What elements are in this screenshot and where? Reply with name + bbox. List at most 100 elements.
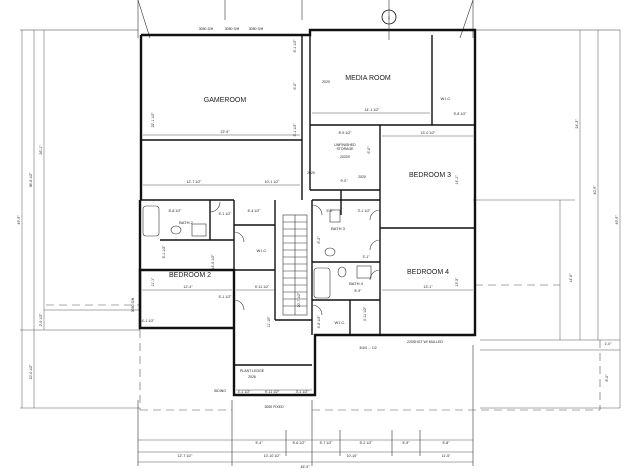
dim-label: 24'-3": [575, 119, 579, 129]
bath-3-label: BATH 3: [331, 226, 345, 231]
media-room-label: MEDIA ROOM: [345, 75, 391, 82]
dim-label: 5'-0": [327, 209, 335, 213]
window-tag: 3050 S/H: [225, 27, 240, 31]
dim-label: 6'-0": [367, 146, 371, 154]
dim-label: 6'-0": [293, 82, 297, 90]
bath-fixtures: [142, 205, 372, 299]
dim-label: 49'-9": [17, 215, 21, 225]
dim-label: 11'-1": [151, 277, 155, 286]
dim-label: 26'-1": [39, 145, 43, 155]
dim-label: 6'-1 1/2": [293, 39, 297, 53]
gameroom-label: GAMEROOM: [204, 97, 247, 104]
wic-label-left: W.I.C.: [257, 248, 268, 253]
door-tag: 2020X: [340, 155, 351, 159]
dim-label: 10'-0 1/2": [29, 364, 33, 380]
door-tag: 2020: [358, 175, 366, 179]
dim-label: 3'-1 1/2": [358, 209, 372, 213]
door-swing: [233, 299, 245, 311]
interior-dimensions: 22'-9" 22'-1 1/2" 12'-7 1/2" 10'-1 1/2" …: [142, 39, 473, 394]
dim-label: 6'-4 1/2": [248, 209, 262, 213]
door-swing: [369, 239, 381, 251]
bath2-sink: [191, 223, 207, 237]
dim-label: 10'-1 1/2": [265, 180, 281, 184]
dim-label: 8'-9": [355, 289, 363, 293]
exterior-dimensions: 49'-9" 38'-8 1/2" 26'-1" 10'-0 1/2" 2'-9…: [17, 119, 619, 469]
dim-label: 3'-1": [363, 255, 371, 259]
door-tag: 2020: [307, 171, 315, 175]
dim-label: 1'-0": [605, 342, 613, 346]
dim-label: 4'-11 1/2": [363, 306, 367, 321]
window-tag: 3050 FIXED: [264, 405, 284, 409]
dim-label: 5'-1 1/2": [219, 295, 233, 299]
dim-label: 38'-8 1/2": [29, 172, 33, 188]
dim-label: 6'-1 1/2": [293, 123, 297, 137]
dim-label: 5'-2 1/2": [360, 441, 374, 445]
dim-label: 5'-4": [256, 441, 264, 445]
door-swing: [233, 231, 245, 243]
dim-label: 5'-8 1/2": [454, 112, 468, 116]
dimension-lines: [20, 0, 621, 466]
dim-label: 40'-9": [593, 185, 597, 195]
bath3-sink: [329, 209, 341, 223]
dim-label: 12'-7 1/2": [187, 180, 203, 184]
window-tag: 3050 S/H: [249, 27, 264, 31]
dim-label: 5'-8": [443, 441, 451, 445]
window-tag: 3050 S/H: [199, 27, 214, 31]
dim-label: 14'-1 1/2": [365, 108, 381, 112]
bath2-toilet: [170, 225, 182, 235]
dim-label: 13'-1": [424, 285, 434, 289]
section-marker-label: 1: [388, 15, 391, 20]
room-labels: GAMEROOM MEDIA ROOM BEDROOM 3 BEDROOM 4 …: [169, 75, 451, 373]
dim-label: 20'-7 1/2": [297, 292, 301, 308]
door-tag: 2026: [248, 375, 256, 379]
wic-label-bath4: W.I.C.: [335, 320, 346, 325]
bedroom-2-label: BEDROOM 2: [169, 272, 211, 279]
exterior-walls: [138, 28, 477, 397]
bath4-sink: [356, 265, 372, 279]
dim-label: 22'-1 1/2": [151, 112, 155, 128]
dim-label: 5'-7 1/2": [320, 441, 334, 445]
dim-label: 14'-6": [569, 273, 573, 283]
dim-label: 5'-1 1/2": [162, 245, 166, 259]
dim-label: 4'-1 1/2": [142, 319, 156, 323]
dim-label: 22'-9": [221, 130, 231, 134]
door-swing: [369, 269, 381, 281]
dim-label: 10'-10 1/2": [264, 454, 281, 458]
staircase: [282, 214, 308, 316]
tags: 3050 S/H 3050 S/H 3050 S/H 3050 S/H 3050…: [131, 27, 443, 409]
dim-label: 14'-1": [455, 175, 459, 185]
interior-walls: [141, 35, 475, 366]
dim-label: 8'-9 1/2": [339, 131, 353, 135]
dim-label: 2'-9 1/2": [39, 313, 43, 327]
arrow-note: 3/4/0 ... 1/2: [359, 346, 377, 350]
dim-label: 8'-8 1/2": [169, 209, 183, 213]
door-swing: [311, 304, 323, 316]
bath4-toilet: [337, 266, 347, 278]
door-swing: [311, 204, 323, 216]
dim-label: 4'-1 1/2": [238, 390, 252, 394]
dim-label: 12'-4": [184, 285, 194, 289]
bath-4-label: BATH 4: [349, 281, 363, 286]
window-tag: 3050 S/H: [131, 297, 135, 312]
door-swing: [209, 201, 221, 213]
door-tag: 2020: [322, 80, 330, 84]
dim-label: 5'-9": [403, 441, 411, 445]
dim-label: 5'-6 1/2": [293, 441, 307, 445]
dim-label: 49'-9": [615, 215, 619, 225]
door-swing: [369, 209, 381, 221]
bath2-tub: [142, 205, 160, 237]
dim-label: 13'-5": [455, 277, 459, 287]
wic-label-media: W.I.C.: [441, 96, 452, 101]
dim-label: 6'-2": [317, 236, 321, 244]
dim-label: 3'-1 1/2": [296, 390, 310, 394]
dim-label: 9'-0": [341, 179, 349, 183]
dim-label: 10'-10": [347, 454, 359, 458]
siding-note: SIDING: [214, 389, 226, 393]
dim-label: 5'-1 1/2": [219, 212, 233, 216]
dim-label: 14'-6 1/2": [211, 254, 215, 270]
plant-ledge-label: PLANT LEDGE: [240, 369, 265, 373]
dim-label: 4'-8 1/2": [317, 315, 321, 329]
bath4-tub: [313, 267, 331, 299]
